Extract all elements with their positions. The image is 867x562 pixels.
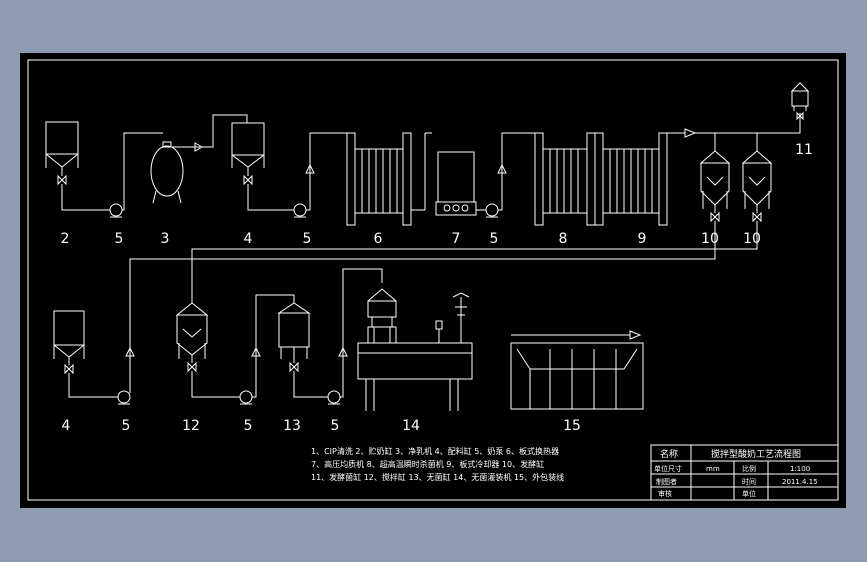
storage-tank-2 xyxy=(45,121,79,168)
valve-icon xyxy=(796,111,804,121)
pump-icon xyxy=(485,203,499,218)
pipe xyxy=(306,132,348,211)
pipe xyxy=(293,347,328,398)
ferment-tank-10b xyxy=(741,150,773,209)
label-7: 7 xyxy=(452,231,461,247)
label-5: 5 xyxy=(122,418,131,434)
flow-arrow-icon xyxy=(629,330,642,340)
uht-sterilizer-8 xyxy=(534,132,596,226)
flow-arrow-icon xyxy=(251,346,261,357)
label-10: 10 xyxy=(743,231,761,247)
valve-icon xyxy=(64,363,74,375)
flow-arrow-icon xyxy=(305,163,315,174)
label-3: 3 xyxy=(161,231,170,247)
pump-icon xyxy=(293,203,307,218)
flow-arrow-icon xyxy=(194,142,204,152)
scale-label: 比例 xyxy=(742,464,756,473)
size-value: mm xyxy=(706,465,720,473)
drawing-sheet: 2 5 3 4 5 6 7 5 8 9 10 10 11 4 5 12 5 13… xyxy=(20,53,846,508)
separator-tank-3 xyxy=(150,141,184,204)
pipe xyxy=(695,113,801,134)
label-9: 9 xyxy=(638,231,647,247)
label-15: 15 xyxy=(563,418,581,434)
label-4: 4 xyxy=(244,231,253,247)
drawer-label: 制图者 xyxy=(656,477,677,486)
process-flow-diagram: 2 5 3 4 5 6 7 5 8 9 10 10 11 4 5 12 5 13… xyxy=(27,59,839,501)
label-12: 12 xyxy=(182,418,200,434)
pipe xyxy=(129,205,716,393)
plate-heat-exchanger-6 xyxy=(346,132,412,226)
unit-label: 单位 xyxy=(742,489,756,498)
flow-arrow-icon xyxy=(125,346,135,357)
label-5: 5 xyxy=(490,231,499,247)
pipe xyxy=(252,294,295,398)
legend-line: 7、高压均质机 8、超高温瞬时杀菌机 9、板式冷却器 10、发酵缸 xyxy=(311,459,544,469)
pipe xyxy=(191,355,240,398)
legend-line: 1、CIP清洗 2、贮奶缸 3、净乳机 4、配料缸 5、奶泵 6、板式换热器 xyxy=(311,446,559,456)
title-block xyxy=(650,444,839,501)
drawing-border xyxy=(27,59,839,501)
label-5: 5 xyxy=(244,418,253,434)
label-6: 6 xyxy=(374,231,383,247)
label-13: 13 xyxy=(283,418,301,434)
pipe xyxy=(122,132,163,211)
label-11: 11 xyxy=(795,142,813,158)
label-2: 2 xyxy=(61,231,70,247)
label-5: 5 xyxy=(303,231,312,247)
batching-tank-4 xyxy=(231,122,265,168)
label-14: 14 xyxy=(402,418,420,434)
pipe xyxy=(247,167,294,211)
label-5: 5 xyxy=(331,418,340,434)
title-block-name-label: 名称 xyxy=(660,448,678,460)
label-8: 8 xyxy=(559,231,568,247)
stir-tank-12 xyxy=(175,302,209,359)
scale-value: 1:100 xyxy=(790,465,810,473)
flow-arrow-icon xyxy=(684,128,697,138)
valve-icon xyxy=(289,361,299,373)
valve-icon xyxy=(57,174,67,186)
pump-icon xyxy=(109,203,123,218)
pipe xyxy=(202,114,248,148)
aseptic-filling-machine-14 xyxy=(357,288,473,411)
valve-icon xyxy=(710,211,720,223)
plate-cooler-9 xyxy=(594,132,668,226)
pump-icon xyxy=(117,390,131,405)
pipe xyxy=(340,268,383,398)
ferment-tank-10a xyxy=(699,150,731,209)
valve-icon xyxy=(243,174,253,186)
label-4: 4 xyxy=(62,418,71,434)
pipe xyxy=(191,205,758,303)
pump-icon xyxy=(327,390,341,405)
date-value: 2011.4.15 xyxy=(782,478,818,486)
homogenizer-7 xyxy=(424,132,477,216)
flow-arrow-icon xyxy=(497,163,507,174)
pipe xyxy=(61,167,110,211)
label-10: 10 xyxy=(701,231,719,247)
legend-line: 11、发酵菌缸 12、搅拌缸 13、无菌缸 14、无菌灌装机 15、外包装线 xyxy=(311,472,564,482)
pump-icon xyxy=(239,390,253,405)
valve-icon xyxy=(752,211,762,223)
checker-label: 审核 xyxy=(658,489,672,498)
label-5: 5 xyxy=(115,231,124,247)
packaging-line-15 xyxy=(510,334,644,410)
valve-icon xyxy=(187,361,197,373)
pipe xyxy=(498,132,535,211)
size-label: 单位尺寸 xyxy=(654,464,682,473)
pipe xyxy=(68,357,118,398)
drawing-title: 搅拌型酸奶工艺流程图 xyxy=(711,448,801,460)
flow-arrow-icon xyxy=(338,346,348,357)
batching-tank-4b xyxy=(53,310,85,359)
date-label: 时间 xyxy=(742,477,756,486)
starter-tank-11 xyxy=(790,82,810,111)
pipe xyxy=(714,133,758,151)
